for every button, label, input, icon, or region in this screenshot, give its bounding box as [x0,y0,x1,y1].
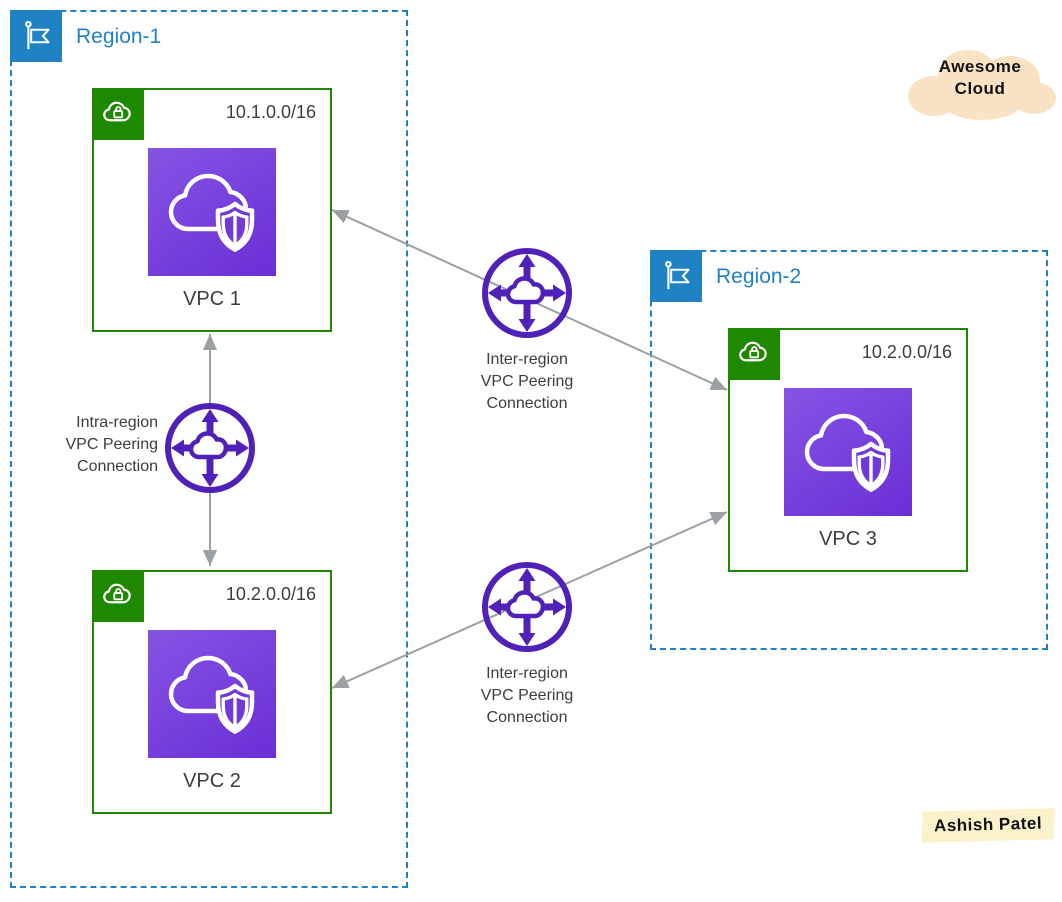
author-badge-label: Ashish Patel [933,813,1043,836]
vpc-name: VPC 1 [183,288,241,310]
vpc2-box: 10.2.0.0/16 VPC 2 [92,570,332,814]
vpc-cloud-shield-icon [784,388,912,516]
vpc-name: VPC 3 [819,528,877,550]
region-label: Region-1 [76,25,162,48]
vpc-cidr: 10.1.0.0/16 [225,102,316,122]
peering-connection-icon [162,400,258,496]
cloud-blob-icon [908,50,1056,120]
peering-connection-icon [479,559,575,655]
vpc-cloud-lock-icon [92,570,144,622]
cloud-badge-label: Awesome Cloud [938,57,1022,98]
vpc1-box: 10.1.0.0/16 VPC 1 [92,88,332,332]
region-flag-icon [10,10,62,62]
vpc-cloud-shield-icon [148,148,276,276]
vpc-cloud-lock-icon [728,328,780,380]
vpc-name: VPC 2 [183,770,241,792]
region-1-box: Region-1 [10,10,408,888]
vpc-cidr: 10.2.0.0/16 [225,584,316,604]
peering-connection-icon [479,245,575,341]
vpc-cloud-lock-icon [92,88,144,140]
vpc3-box: 10.2.0.0/16 VPC 3 [728,328,968,572]
awesome-cloud-badge: Awesome Cloud [898,40,1062,124]
vpc-cloud-shield-icon [148,630,276,758]
region-label: Region-2 [716,265,802,288]
vpc-cidr: 10.2.0.0/16 [861,342,952,362]
author-badge: Ashish Patel [921,808,1055,843]
connection-label: Intra-region VPC Peering Connection [65,414,159,475]
